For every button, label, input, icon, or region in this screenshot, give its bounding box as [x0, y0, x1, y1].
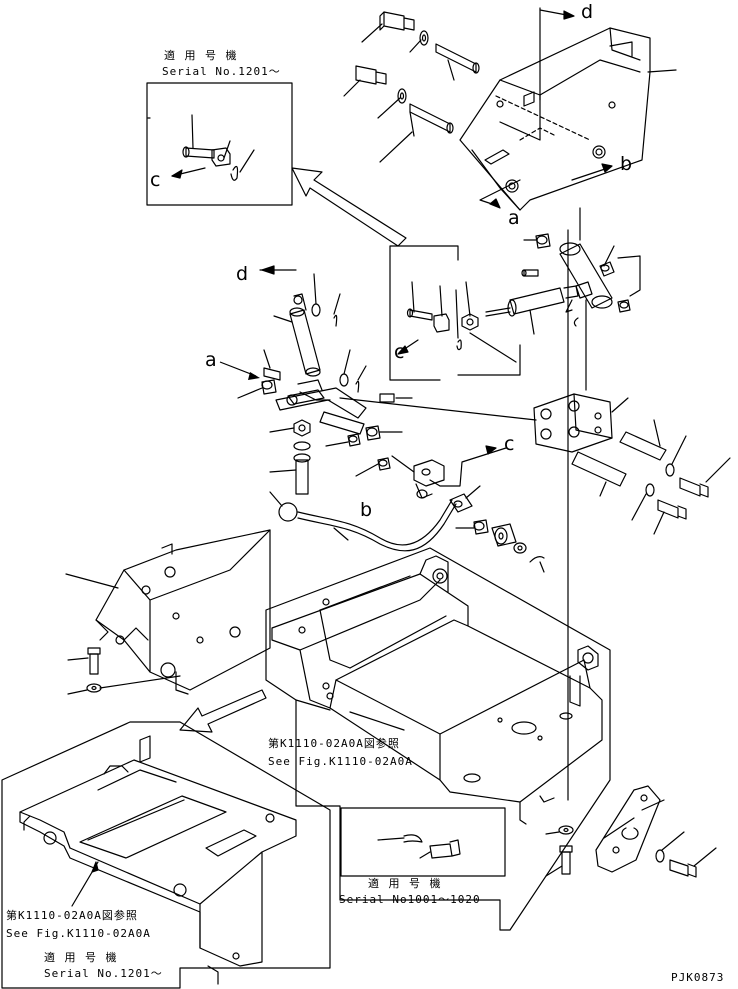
pin-small-1: [521, 269, 539, 277]
washer-right-1: [665, 435, 687, 477]
pivot-fork: [449, 485, 481, 513]
bolt-top-1: [361, 11, 415, 43]
clevis-part: [211, 147, 231, 167]
bottom-left-ref-en: See Fig.K1110-02A0A: [6, 927, 151, 940]
center-ref-en: See Fig.K1110-02A0A: [268, 755, 413, 768]
bolt-left: [67, 647, 101, 675]
drawing-code: PJK0873: [671, 971, 725, 984]
cotter-mid-1: [333, 293, 341, 327]
bushing-mid-2: [365, 425, 403, 441]
pivot-pin: [559, 242, 613, 309]
washer-center: [293, 441, 311, 451]
washer-mid-2: [339, 349, 351, 387]
bracket-left: [65, 529, 271, 695]
washer-right-2: [631, 483, 655, 521]
bushing-mid-1: [237, 379, 277, 399]
bushing-2: [599, 245, 615, 277]
washer-lower-right: [655, 831, 685, 863]
pin-top-2: [379, 103, 454, 163]
washer-mid-1: [311, 273, 321, 317]
small-bolt-top: [523, 91, 535, 107]
bushing-lower-1: [473, 519, 489, 535]
base-frame: [271, 555, 603, 825]
callout-b-mid: b: [360, 499, 373, 521]
bolt-lower-right: [669, 847, 717, 878]
bushing-lower-2: [491, 523, 517, 547]
washer-top-1: [409, 30, 429, 53]
bolt-mid-2: [379, 393, 413, 403]
callout-b-top: b: [620, 153, 633, 175]
callout-a-mid: a: [205, 349, 217, 371]
callout-d-top: d: [581, 1, 594, 23]
nut-mid: [461, 281, 479, 331]
washer-bottom: [545, 825, 574, 835]
inset-bottom-left-serial: Serial No.1201～: [44, 967, 163, 980]
bushing-3: [617, 299, 631, 313]
bracket-lower-right: [595, 785, 665, 873]
frame-bracket-top: [459, 27, 677, 211]
bar-right-1: [619, 419, 667, 461]
callout-d-mid: d: [236, 263, 249, 285]
cotter-lower: [529, 556, 545, 573]
hollow-arrow-top: [291, 167, 407, 247]
bolt-right-1: [679, 457, 731, 498]
inset-top-left-serial: Serial No.1201～: [162, 65, 281, 78]
inset-bottom-center-serial: Serial No1001～1020: [339, 893, 481, 906]
inset-box-bottom-left: [1, 721, 331, 989]
cotter-mid-2: [355, 365, 367, 393]
callout-c-mid: c: [394, 341, 405, 363]
callout-a-top: a: [508, 207, 520, 229]
knob: [269, 491, 298, 522]
callout-c-right: c: [504, 433, 515, 455]
hollow-arrow-bottom: [179, 689, 267, 733]
bracket-plate-right: [533, 393, 629, 453]
washer-lower: [513, 542, 527, 554]
gas-spring-small: [273, 293, 321, 377]
bolt-top-2: [343, 65, 387, 97]
inset-bottom-left-title-jp: 適 用 号 機: [44, 951, 120, 964]
inset-bottom-center-title-jp: 適 用 号 機: [368, 877, 444, 890]
nut-center: [269, 419, 311, 437]
gas-spring-cylinder: [485, 281, 593, 335]
control-rod: [297, 499, 457, 552]
bar-right-2: [571, 451, 627, 497]
bolt-mid-1: [263, 349, 281, 381]
inset-box-bottom-center: [340, 807, 506, 877]
washer-top-2: [377, 88, 407, 119]
cotter-pin-part: [230, 165, 239, 181]
bushing-mid-3: [325, 433, 361, 447]
bolt-bottom: [545, 845, 573, 877]
washer-left: [67, 683, 102, 695]
bolt-center: [269, 453, 311, 495]
clamp-block: [391, 445, 507, 499]
bushing-mid-4: [355, 457, 391, 477]
pin-top-1: [435, 43, 480, 81]
bolt-right-2: [653, 499, 687, 535]
inset-top-left-title-jp: 適 用 号 機: [164, 49, 240, 62]
lever-arm: [275, 379, 367, 435]
bottom-left-ref-jp: 第K1110-02A0A図参照: [6, 909, 138, 922]
clevis-mid: [433, 285, 450, 333]
clip-part: [377, 834, 423, 843]
bushing-1: [523, 233, 551, 249]
inset-box-top-left: [146, 82, 293, 206]
center-ref-jp: 第K1110-02A0A図参照: [268, 737, 400, 750]
floor-plate: [19, 735, 297, 985]
bolt-inset: [419, 839, 461, 859]
inset-box-middle: [389, 245, 521, 381]
pin-part: [182, 146, 215, 159]
pin-mid: [406, 281, 433, 321]
callout-c-inset: c: [150, 169, 161, 191]
